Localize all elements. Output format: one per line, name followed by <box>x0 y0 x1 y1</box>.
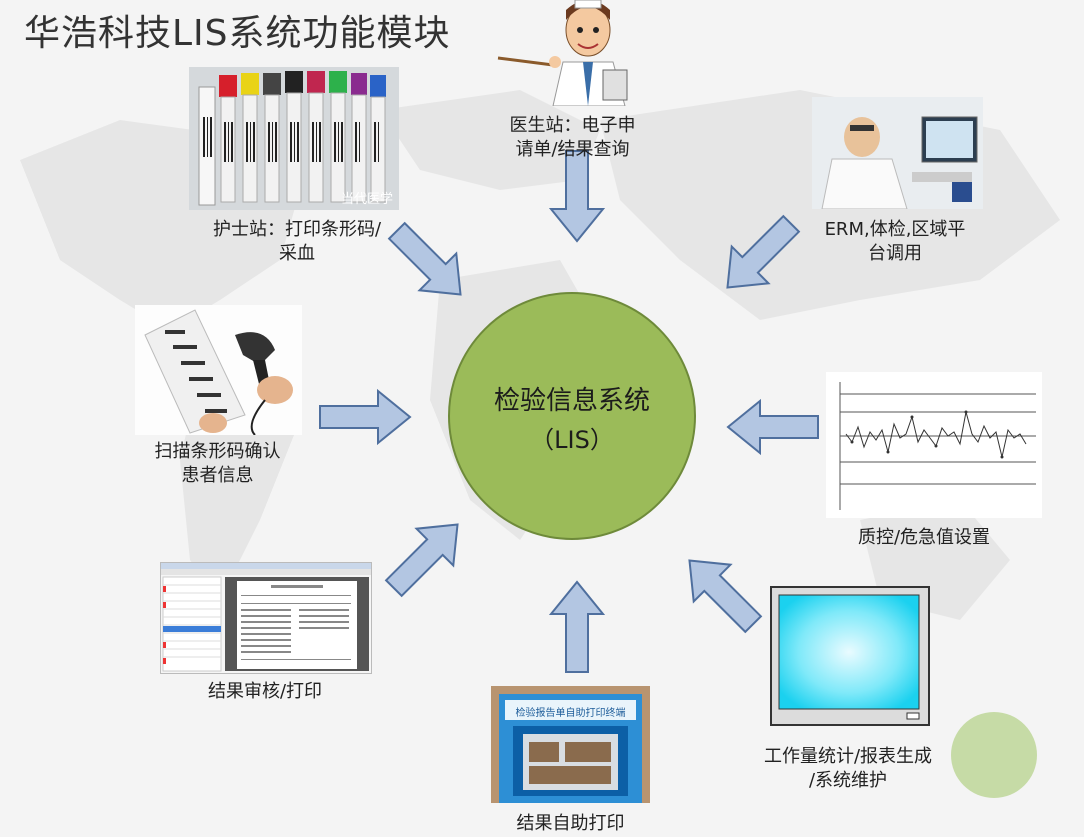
result-review-screenshot <box>160 562 372 674</box>
lis-center-circle: 检验信息系统 （LIS） <box>448 292 696 540</box>
decorative-green-circle <box>951 712 1037 798</box>
arrow-from-qc <box>727 400 819 454</box>
label-doctor-station: 医生站：电子申 请单/结果查询 <box>509 115 636 160</box>
label-self-print: 结果自助打印 <box>516 813 625 834</box>
doctor-cartoon-image <box>493 0 648 106</box>
label-erm: ERM,体检,区域平 台调用 <box>824 219 966 264</box>
arrow-from-review <box>374 505 477 608</box>
barcode-scanner-image <box>135 305 302 435</box>
center-subtitle: （LIS） <box>530 426 614 454</box>
label-stats: 工作量统计/报表生成 /系统维护 <box>763 746 933 791</box>
arrow-from-stats <box>670 541 773 644</box>
label-scan: 扫描条形码确认 患者信息 <box>154 441 281 486</box>
arrow-from-selfprint <box>550 581 604 673</box>
label-result-review: 结果审核/打印 <box>207 681 323 702</box>
self-print-kiosk-image: 检验报告单自助打印终端 <box>491 686 650 803</box>
page-title: 华浩科技LIS系统功能模块 <box>24 13 451 54</box>
monitor-image <box>769 585 932 733</box>
kiosk-screen-text: 检验报告单自助打印终端 <box>515 708 626 719</box>
arrow-from-erm <box>708 204 811 307</box>
test-tubes-image: 当代医学 <box>189 67 399 210</box>
doctor-at-computer-image <box>812 97 983 209</box>
photo-watermark: 当代医学 <box>340 192 393 207</box>
center-title: 检验信息系统 <box>493 386 650 416</box>
arrow-from-doctor <box>550 150 604 242</box>
label-qc: 质控/危急值设置 <box>857 527 991 548</box>
qc-chart-image <box>826 372 1042 518</box>
label-nurse-station: 护士站：打印条形码/ 采血 <box>212 219 382 264</box>
arrow-from-scan <box>319 390 411 444</box>
